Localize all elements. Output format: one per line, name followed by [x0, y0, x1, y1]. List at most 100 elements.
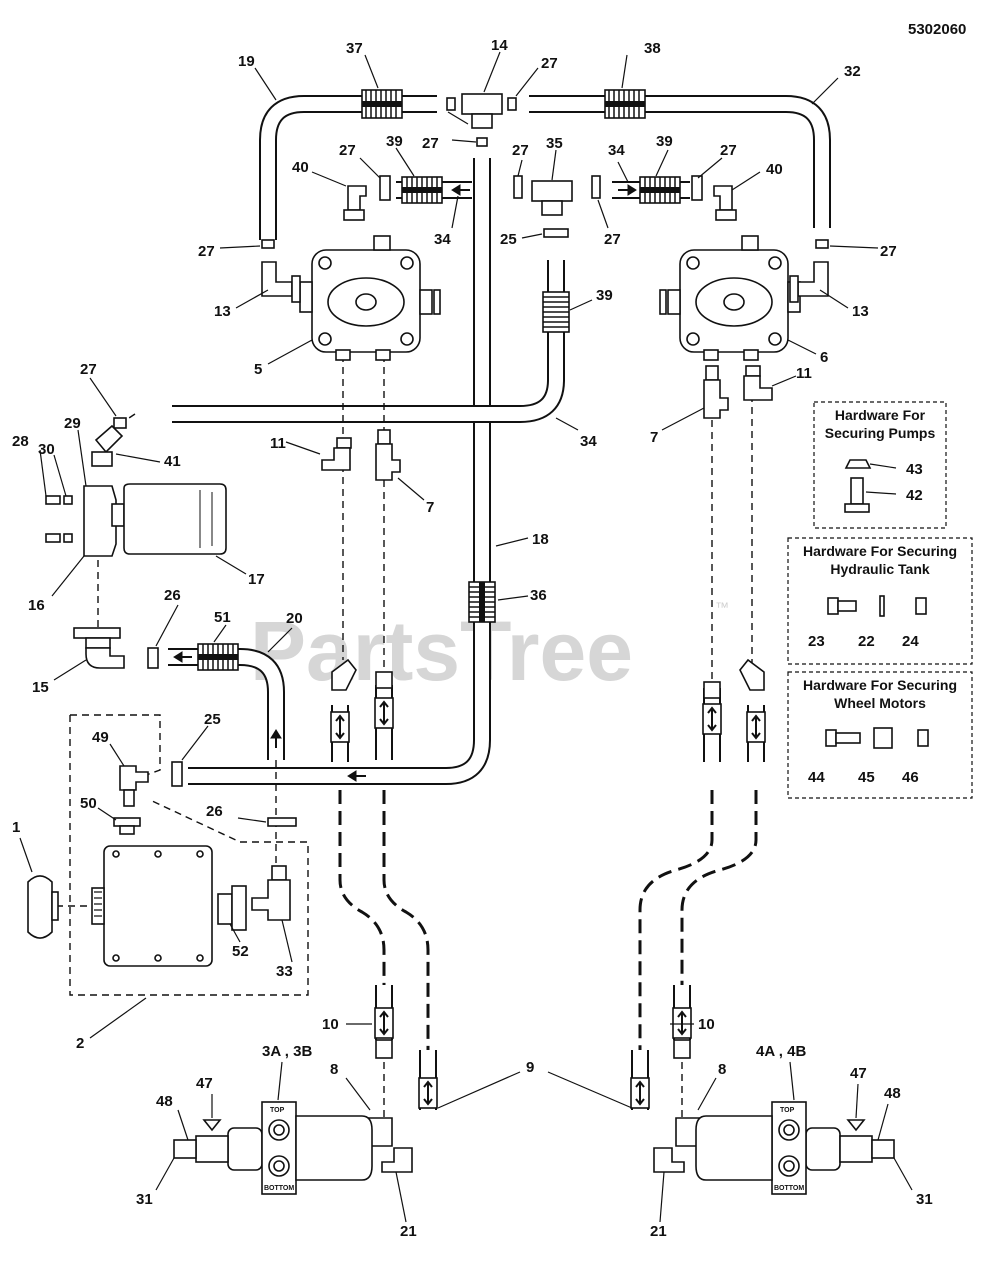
label-19: 19	[238, 53, 255, 70]
right-pump	[659, 235, 801, 361]
label-7-left: 7	[426, 499, 434, 516]
motor-top-mark-left: TOP	[270, 1107, 285, 1114]
label-47-left: 47	[196, 1075, 213, 1092]
label-27-pump-left: 27	[198, 243, 215, 260]
label-36: 36	[530, 587, 547, 604]
label-27-top: 27	[541, 55, 558, 72]
label-37: 37	[346, 40, 363, 57]
label-25-top: 25	[500, 231, 517, 248]
hw-pumps-title-1: Hardware For	[835, 407, 926, 423]
label-4: 4A , 4B	[756, 1043, 806, 1060]
label-41: 41	[164, 453, 181, 470]
label-44: 44	[808, 769, 825, 786]
filter-assembly	[45, 483, 227, 557]
label-34-main: 34	[580, 433, 597, 450]
label-11-left: 11	[270, 435, 286, 452]
label-24: 24	[902, 633, 919, 650]
label-23: 23	[808, 633, 825, 650]
hw-tank-title-1: Hardware For Securing	[803, 543, 957, 559]
label-29: 29	[64, 415, 81, 432]
label-34-right: 34	[608, 142, 625, 159]
label-31-left: 31	[136, 1191, 153, 1208]
leader-lines	[19, 51, 913, 1223]
label-40-right: 40	[766, 161, 783, 178]
label-7-right: 7	[650, 429, 658, 446]
label-6: 6	[820, 349, 828, 366]
label-13-left: 13	[214, 303, 231, 320]
label-34-left: 34	[434, 231, 451, 248]
label-27-tee-bottom: 27	[604, 231, 621, 248]
label-21-right: 21	[650, 1223, 667, 1240]
label-43: 43	[906, 461, 923, 478]
watermark-tm: ™	[715, 599, 729, 615]
label-25-tank: 25	[204, 711, 221, 728]
label-48-right: 48	[884, 1085, 901, 1102]
double-arrows	[330, 697, 766, 1109]
label-10-right: 10	[698, 1016, 715, 1033]
label-28: 28	[12, 433, 29, 450]
label-27-left: 27	[339, 142, 356, 159]
left-wheel-motor: TOP BOTTOM	[173, 1101, 373, 1195]
label-13-right: 13	[852, 303, 869, 320]
label-27-tee: 27	[422, 135, 439, 152]
label-17: 17	[248, 571, 265, 588]
label-42: 42	[906, 487, 923, 504]
label-27-right: 27	[720, 142, 737, 159]
label-11-right: 11	[796, 365, 812, 382]
label-49: 49	[92, 729, 109, 746]
label-26-tank: 26	[206, 803, 223, 820]
label-20: 20	[286, 610, 303, 627]
label-48-left: 48	[156, 1093, 173, 1110]
label-27-filter: 27	[80, 361, 97, 378]
label-14: 14	[491, 37, 508, 54]
label-40-left: 40	[292, 159, 309, 176]
label-21-left: 21	[400, 1223, 417, 1240]
motor-bottom-mark-left: BOTTOM	[264, 1185, 294, 1192]
hw-motors-title-2: Wheel Motors	[834, 695, 926, 711]
hardware-box-tank: Hardware For Securing Hydraulic Tank	[787, 537, 973, 665]
hose-protectors	[197, 89, 681, 671]
label-51: 51	[214, 609, 231, 626]
label-39-right: 39	[656, 133, 673, 150]
label-5: 5	[254, 361, 262, 378]
label-46: 46	[902, 769, 919, 786]
label-39-left: 39	[386, 133, 403, 150]
hw-pumps-title-2: Securing Pumps	[825, 425, 936, 441]
label-10-left: 10	[322, 1016, 339, 1033]
hw-motors-title-1: Hardware For Securing	[803, 677, 957, 693]
label-27-pump-right: 27	[880, 243, 897, 260]
label-8-right: 8	[718, 1061, 726, 1078]
right-wheel-motor: TOP BOTTOM	[695, 1101, 895, 1195]
hw-tank-title-2: Hydraulic Tank	[830, 561, 930, 577]
motor-hose-runs	[338, 790, 758, 1050]
watermark: PartsTree	[250, 604, 633, 698]
left-pump	[299, 235, 441, 361]
label-3: 3A , 3B	[262, 1043, 312, 1060]
motor-bottom-mark-right: BOTTOM	[774, 1185, 804, 1192]
label-52: 52	[232, 943, 249, 960]
flow-arrows	[173, 184, 637, 782]
hydraulic-tank	[27, 845, 213, 967]
label-30: 30	[38, 441, 55, 458]
label-26-top: 26	[164, 587, 181, 604]
label-22: 22	[858, 633, 875, 650]
label-45: 45	[858, 769, 875, 786]
label-35: 35	[546, 135, 563, 152]
label-31-right: 31	[916, 1191, 933, 1208]
label-8-left: 8	[330, 1061, 338, 1078]
label-18: 18	[532, 531, 549, 548]
label-33: 33	[276, 963, 293, 980]
label-1: 1	[12, 819, 20, 836]
label-32: 32	[844, 63, 861, 80]
label-39-vertical: 39	[596, 287, 613, 304]
label-15: 15	[32, 679, 49, 696]
document-number: 5302060	[908, 21, 966, 38]
label-47-right: 47	[850, 1065, 867, 1082]
motor-top-mark-right: TOP	[780, 1107, 795, 1114]
label-2: 2	[76, 1035, 84, 1052]
hardware-box-motors: Hardware For Securing Wheel Motors	[787, 671, 973, 799]
label-16: 16	[28, 597, 45, 614]
label-38: 38	[644, 40, 661, 57]
part-labels: 19 37 14 27 38 32 27 27 39 40 34 27 35 3…	[12, 37, 933, 1240]
